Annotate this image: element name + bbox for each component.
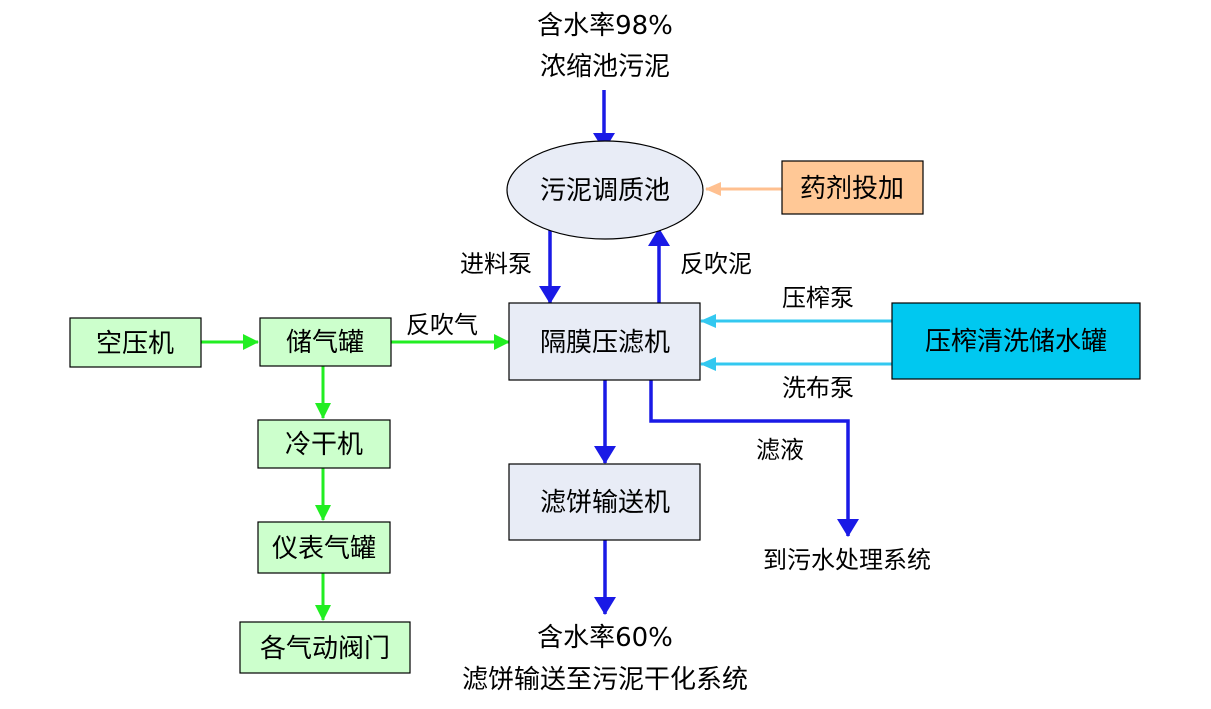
blowback-air-label: 反吹气 — [406, 311, 478, 339]
to-wastewater-label: 到污水处理系统 — [763, 546, 931, 574]
arrow-filtrate — [649, 380, 859, 537]
conditioning-tank-shape — [506, 140, 704, 240]
pneumatic-valves-label: 各气动阀门 — [260, 634, 390, 664]
press-pump-label: 压榨泵 — [782, 284, 854, 312]
cold-dryer-box — [257, 419, 391, 469]
cake-output-destination: 滤饼输送至污泥干化系统 — [462, 665, 748, 695]
cloth-wash-pump-label: 洗布泵 — [782, 374, 854, 402]
filtrate-label: 滤液 — [756, 436, 804, 464]
cake-conveyor-label: 滤饼输送机 — [540, 488, 670, 518]
cake-output-moisture: 含水率60% — [537, 623, 673, 653]
feed-pump-label: 进料泵 — [460, 250, 532, 278]
air-compressor-box — [69, 317, 202, 368]
instrument-air-tank-label: 仪表气罐 — [272, 534, 376, 564]
sludge-source-name: 浓缩池污泥 — [540, 52, 670, 82]
instrument-air-tank-box — [257, 521, 391, 574]
press-wash-tank-box — [891, 302, 1141, 380]
filter-press-label: 隔膜压滤机 — [540, 328, 670, 358]
chemical-dosing-label: 药剂投加 — [800, 174, 904, 204]
filter-press-box — [508, 302, 701, 381]
cake-conveyor-box — [508, 463, 701, 541]
air-tank-box — [259, 317, 392, 367]
air-compressor-label: 空压机 — [96, 329, 174, 359]
sludge-source-moisture: 含水率98% — [537, 11, 673, 41]
conditioning-tank-label: 污泥调质池 — [540, 176, 670, 206]
press-wash-tank-label: 压榨清洗储水罐 — [925, 327, 1107, 357]
air-tank-label: 储气罐 — [286, 328, 364, 358]
chemical-dosing-box — [781, 160, 924, 215]
cold-dryer-label: 冷干机 — [285, 430, 363, 460]
blowback-sludge-label: 反吹泥 — [680, 250, 752, 278]
pneumatic-valves-box — [239, 621, 411, 674]
